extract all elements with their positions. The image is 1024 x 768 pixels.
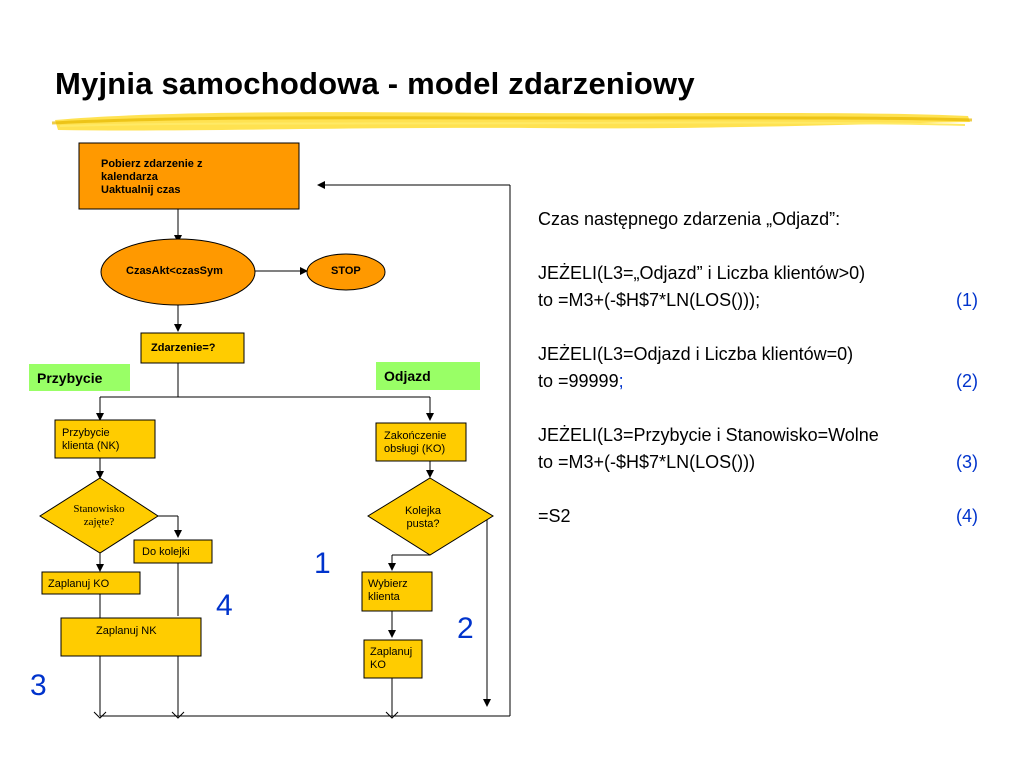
arrival-box-text: Przybycie klienta (NK)	[62, 427, 120, 452]
time-decision-text: CzasAkt<czasSym	[126, 265, 223, 277]
formula-panel: Czas następnego zdarzenia „Odjazd”: JEŻE…	[538, 206, 978, 530]
formula-2-ref: (2)	[956, 371, 978, 391]
schedule-nk-shape	[60, 617, 202, 657]
select-client-text: Wybierz klienta	[368, 578, 408, 603]
formula-3-action: to =M3+(-$H$7*LN(LOS())) (3)	[538, 449, 978, 476]
schedule-ko-right-shape	[363, 639, 423, 679]
marker-1: 1	[314, 547, 331, 580]
to-queue-shape	[133, 539, 213, 564]
schedule-ko-left-text: Zaplanuj KO	[48, 578, 110, 590]
schedule-ko-left-shape	[41, 571, 141, 595]
select-client-shape	[361, 571, 433, 612]
end-service-shape	[375, 422, 467, 462]
to-queue-text: Do kolejki	[142, 546, 190, 558]
formula-1-action: to =M3+(-$H$7*LN(LOS())); (1)	[538, 287, 978, 314]
stop-shape	[306, 253, 386, 291]
schedule-nk-text: Zaplanuj NK	[96, 625, 157, 637]
formula-2-action: to =99999; (2)	[538, 368, 978, 395]
title-underline-brush	[51, 112, 973, 131]
schedule-ko-right-text: Zaplanuj KO	[370, 646, 413, 671]
time-decision-shape	[100, 238, 256, 306]
event-check-text: Zdarzenie=?	[151, 342, 216, 354]
formula-heading: Czas następnego zdarzenia „Odjazd”:	[538, 209, 841, 229]
queue-empty-text: Kolejka pusta?	[404, 505, 442, 530]
formula-4-ref: (4)	[956, 506, 978, 526]
marker-4: 4	[216, 589, 233, 622]
formula-1-condition: JEŻELI(L3=„Odjazd” i Liczba klientów>0)	[538, 263, 866, 283]
station-busy-shape	[39, 477, 159, 554]
formula-2-condition: JEŻELI(L3=Odjazd i Liczba klientów=0)	[538, 344, 854, 364]
end-service-text: Zakończenie obsługi (KO)	[384, 430, 447, 455]
formula-1-ref: (1)	[956, 290, 978, 310]
queue-empty-shape	[367, 477, 494, 556]
start-box-text: Pobierz zdarzenie z kalendarza Uaktualni…	[101, 158, 203, 196]
formula-3-ref: (3)	[956, 452, 978, 472]
start-box-shape	[78, 142, 300, 210]
formula-4-action: =S2 (4)	[538, 503, 978, 530]
marker-3: 3	[30, 669, 47, 702]
stop-text: STOP	[331, 265, 361, 277]
slide-title: Myjnia samochodowa - model zdarzeniowy	[55, 66, 695, 101]
event-check-shape	[140, 332, 245, 364]
station-busy-text: Stanowisko zajęte?	[73, 503, 125, 528]
branch-arrival-label: Przybycie	[29, 364, 130, 391]
arrival-box-shape	[54, 419, 156, 459]
branch-departure-label: Odjazd	[376, 362, 480, 390]
marker-2: 2	[457, 612, 474, 645]
formula-3-condition: JEŻELI(L3=Przybycie i Stanowisko=Wolne	[538, 425, 879, 445]
